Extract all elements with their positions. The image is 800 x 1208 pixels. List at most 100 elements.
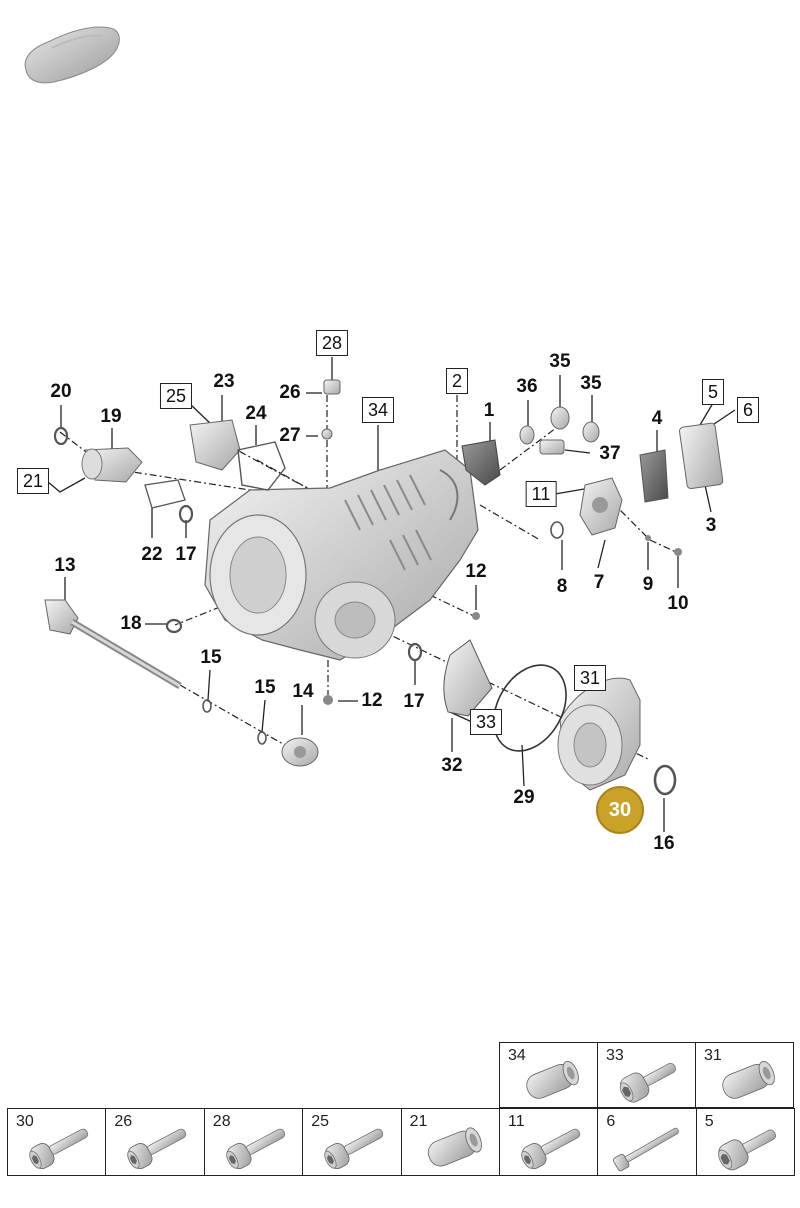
- fastener-number: 28: [212, 1113, 231, 1130]
- alignment-lines: [59, 395, 679, 761]
- callout-12a[interactable]: 12: [465, 561, 487, 582]
- o-ring-part-17b[interactable]: [407, 642, 423, 662]
- fastener-cell-5[interactable]: 5: [695, 1108, 796, 1176]
- o-ring-part-17a[interactable]: [178, 504, 194, 524]
- gasket-ring-part-29[interactable]: [479, 652, 580, 764]
- callout-33[interactable]: 33: [469, 709, 503, 735]
- callout-30[interactable]: 30: [596, 786, 644, 834]
- plug-part-12b[interactable]: [323, 695, 333, 705]
- o-ring-part-18[interactable]: [165, 618, 183, 634]
- callout-12b[interactable]: 12: [361, 690, 383, 711]
- fastener-cell-11[interactable]: 11: [499, 1108, 599, 1176]
- callout-26[interactable]: 26: [279, 382, 301, 403]
- fastener-number: 11: [508, 1113, 525, 1130]
- output-housing-part-31[interactable]: [557, 677, 641, 791]
- fastener-cell-6[interactable]: 6: [597, 1108, 697, 1176]
- callout-17b[interactable]: 17: [403, 691, 425, 712]
- callout-21[interactable]: 21: [16, 468, 50, 494]
- valve-body-part-7[interactable]: [579, 477, 623, 536]
- clip-part-27[interactable]: [321, 428, 333, 440]
- callout-14[interactable]: 14: [292, 681, 314, 702]
- callout-32[interactable]: 32: [441, 755, 463, 776]
- fastener-cell-25[interactable]: 25: [302, 1108, 402, 1176]
- callout-9[interactable]: 9: [642, 574, 654, 595]
- fastener-cell-28[interactable]: 28: [203, 1108, 304, 1176]
- fastener-number: 6: [606, 1113, 616, 1130]
- callout-3[interactable]: 3: [705, 515, 717, 536]
- fastener-number: 30: [16, 1113, 34, 1130]
- callout-17a[interactable]: 17: [175, 544, 197, 565]
- o-ring-part-8[interactable]: [550, 521, 564, 539]
- callout-31[interactable]: 31: [573, 665, 607, 691]
- callout-7[interactable]: 7: [593, 572, 605, 593]
- o-ring-part-20[interactable]: [53, 426, 69, 446]
- callout-35b[interactable]: 35: [580, 373, 602, 394]
- oil-cooler-part-3[interactable]: [679, 422, 724, 490]
- pump-housing-part-19[interactable]: [81, 447, 143, 483]
- fastener-cell-26[interactable]: 26: [105, 1108, 205, 1176]
- callout-35a[interactable]: 35: [549, 351, 571, 372]
- callout-36[interactable]: 36: [516, 376, 538, 397]
- o-ring-part-16[interactable]: [653, 764, 677, 796]
- callout-8[interactable]: 8: [556, 576, 568, 597]
- callout-11[interactable]: 11: [525, 481, 557, 507]
- seal-part-35b[interactable]: [582, 421, 600, 443]
- callout-34[interactable]: 34: [361, 397, 395, 423]
- transmission-housing[interactable]: [204, 449, 479, 661]
- callout-29[interactable]: 29: [513, 787, 535, 808]
- callout-24[interactable]: 24: [245, 403, 267, 424]
- callout-16[interactable]: 16: [653, 833, 675, 854]
- fastener-cell-34[interactable]: 34: [499, 1042, 598, 1108]
- callout-27[interactable]: 27: [279, 425, 301, 446]
- sensor-module-part-1[interactable]: [461, 439, 501, 486]
- bracket-part-4[interactable]: [639, 449, 669, 503]
- o-ring-part-15b[interactable]: [257, 731, 267, 745]
- heat-shield-part-32[interactable]: [443, 639, 493, 717]
- callout-19[interactable]: 19: [100, 406, 122, 427]
- callout-5[interactable]: 5: [701, 379, 725, 405]
- fastener-number: 26: [114, 1113, 133, 1130]
- callout-1[interactable]: 1: [483, 400, 495, 421]
- callout-25[interactable]: 25: [159, 383, 193, 409]
- drive-shaft-part-13[interactable]: [44, 599, 182, 690]
- callout-28[interactable]: 28: [315, 330, 349, 356]
- gasket-part-24[interactable]: [237, 441, 286, 491]
- oil-pump-part-23[interactable]: [189, 419, 241, 471]
- gasket-part-22[interactable]: [144, 479, 186, 509]
- callout-15a[interactable]: 15: [200, 647, 222, 668]
- fastener-number: 5: [704, 1113, 714, 1130]
- fastener-number: 21: [409, 1113, 428, 1130]
- fastener-cell-33[interactable]: 33: [597, 1042, 696, 1108]
- bearing-part-36[interactable]: [519, 425, 535, 445]
- callout-15b[interactable]: 15: [254, 677, 276, 698]
- callout-6[interactable]: 6: [736, 397, 760, 423]
- callout-37[interactable]: 37: [599, 443, 621, 464]
- fastener-number: 31: [704, 1047, 722, 1064]
- callout-2[interactable]: 2: [445, 368, 469, 394]
- callout-22[interactable]: 22: [141, 544, 163, 565]
- fastener-number: 33: [606, 1047, 624, 1064]
- fastener-cell-31[interactable]: 31: [695, 1042, 794, 1108]
- callout-18[interactable]: 18: [120, 613, 142, 634]
- screw-part-10[interactable]: [674, 548, 682, 556]
- fastener-number: 25: [311, 1113, 329, 1130]
- fastener-number: 34: [508, 1047, 526, 1064]
- o-ring-part-15a[interactable]: [202, 699, 212, 713]
- exploded-parts-diagram: [44, 357, 736, 832]
- flange-part-14[interactable]: [281, 737, 319, 767]
- callout-23[interactable]: 23: [213, 371, 235, 392]
- seal-part-35a[interactable]: [550, 406, 570, 430]
- car-model-thumbnail: [18, 18, 124, 88]
- vent-part-28[interactable]: [323, 379, 341, 395]
- callout-13[interactable]: 13: [54, 555, 76, 576]
- callout-4[interactable]: 4: [651, 408, 663, 429]
- callout-10[interactable]: 10: [667, 593, 689, 614]
- leader-lines: [47, 357, 736, 832]
- screw-part-9[interactable]: [645, 535, 651, 541]
- plug-part-12a[interactable]: [472, 612, 480, 620]
- sensor-part-37[interactable]: [539, 439, 565, 455]
- callout-20[interactable]: 20: [50, 381, 72, 402]
- fastener-cell-30[interactable]: 30: [7, 1108, 107, 1176]
- fastener-cell-21[interactable]: 21: [400, 1108, 500, 1176]
